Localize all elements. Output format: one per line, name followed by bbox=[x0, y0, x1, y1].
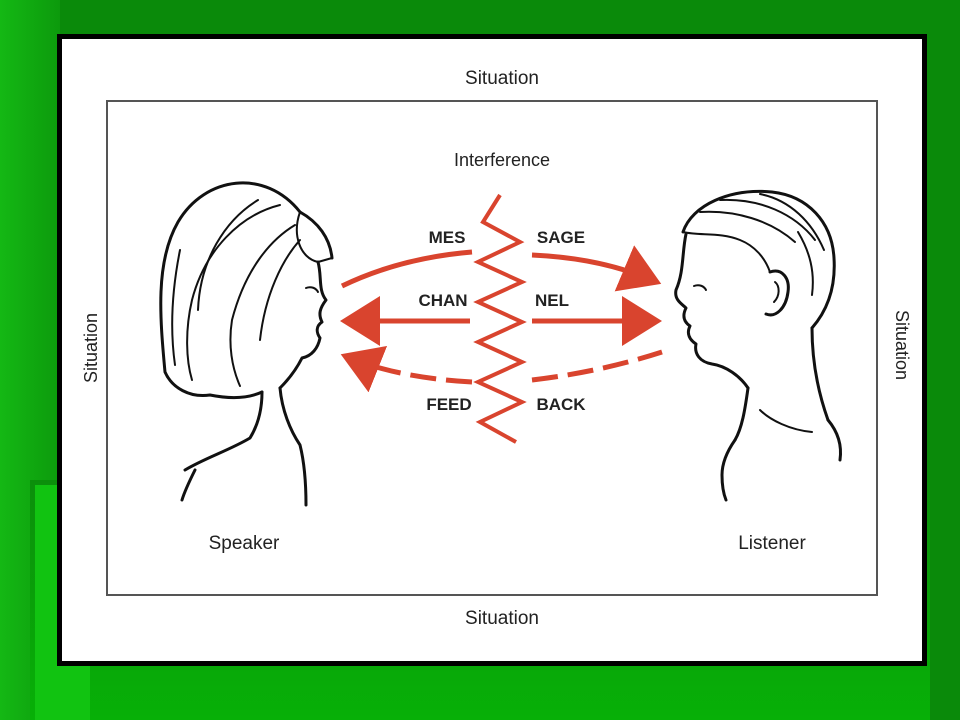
channel-label-left: CHAN bbox=[418, 291, 467, 310]
feedback-label-left: FEED bbox=[426, 395, 471, 414]
situation-label-top: Situation bbox=[465, 68, 539, 89]
message-arrow-left-segment bbox=[340, 249, 473, 289]
message-arrow-right-segment bbox=[531, 245, 662, 292]
situation-label-left: Situation bbox=[81, 313, 101, 383]
message-label-right: SAGE bbox=[537, 228, 585, 247]
listener-illustration bbox=[674, 189, 842, 502]
diagram-frame bbox=[57, 34, 927, 666]
situation-label-bottom: Situation bbox=[465, 608, 539, 629]
feedback-label-right: BACK bbox=[536, 395, 586, 414]
listener-label: Listener bbox=[738, 533, 806, 554]
interference-label: Interference bbox=[454, 150, 550, 170]
speaker-illustration bbox=[159, 181, 334, 507]
interference-zigzag bbox=[473, 193, 527, 444]
situation-box bbox=[106, 100, 878, 596]
channel-label-right: NEL bbox=[535, 291, 569, 310]
message-label-left: MES bbox=[429, 228, 466, 247]
situation-label-right: Situation bbox=[892, 310, 912, 380]
feedback-arrow-left-segment bbox=[340, 345, 473, 393]
speaker-label: Speaker bbox=[209, 533, 280, 554]
feedback-arrow-right-segment bbox=[531, 349, 663, 383]
